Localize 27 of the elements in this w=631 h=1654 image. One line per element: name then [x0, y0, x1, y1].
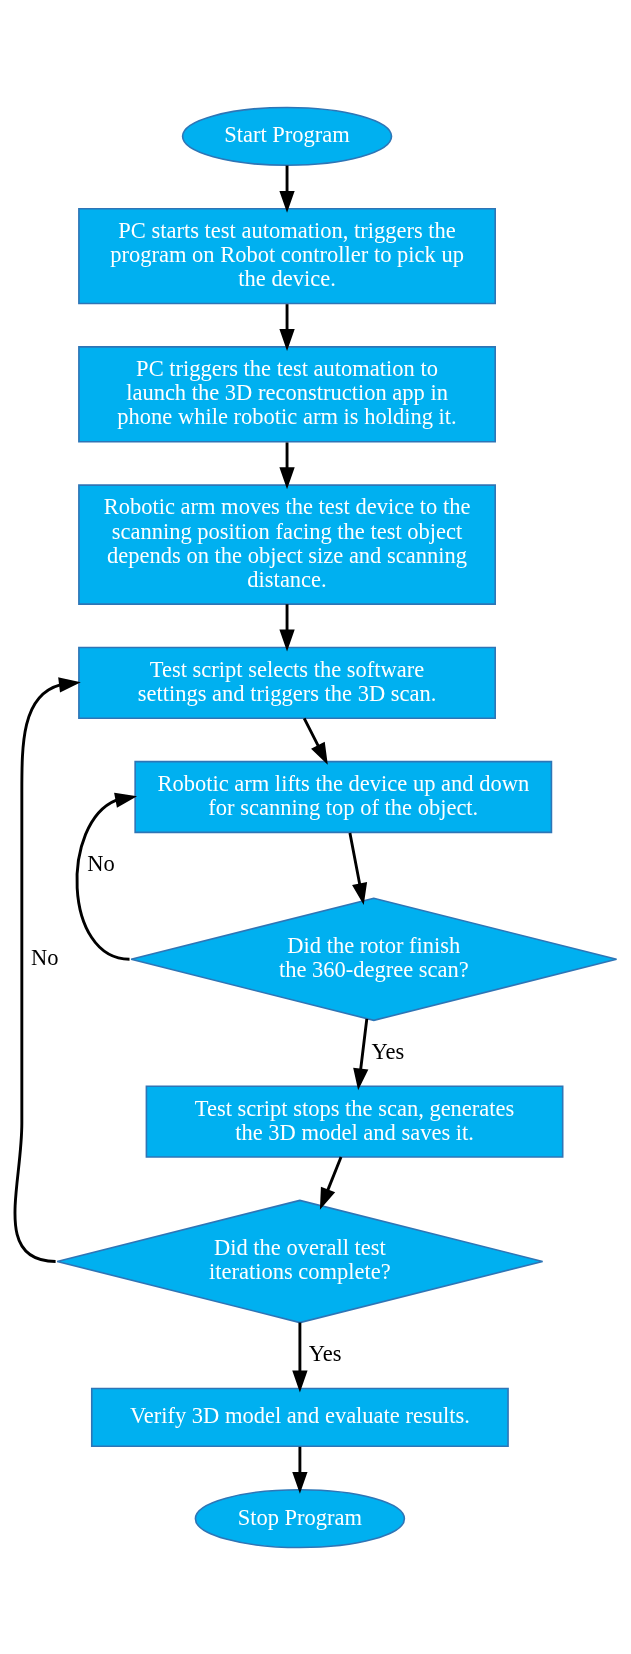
edge-label: No — [87, 850, 115, 876]
arrow — [319, 1155, 343, 1210]
node-diamond: Did the overall test iterations complete? — [56, 1199, 544, 1323]
node-box: PC starts test automation, triggers the program on Robot controller to pick up the device. — [78, 207, 496, 304]
arrow — [75, 792, 138, 961]
node-box: PC triggers the test automation to launch the 3D reconstruction app in phone while robotic arm is holding it. — [78, 345, 496, 443]
edge-label: Yes — [371, 1038, 405, 1064]
arrow — [292, 1446, 308, 1494]
node-box: Robotic arm moves the test device to the scanning position facing the test object depends on the object size and scanning distance. — [78, 483, 496, 605]
arrow — [279, 303, 295, 351]
arrow — [353, 1018, 369, 1090]
arrow — [279, 165, 295, 213]
arrow — [302, 717, 328, 765]
node-box: Test script selects the software settings and triggers the 3D scan. — [78, 646, 496, 719]
arrow — [348, 832, 368, 905]
node-box: Verify 3D model and evaluate results. — [90, 1387, 509, 1447]
edge-label: Yes — [308, 1340, 342, 1366]
arrow — [279, 441, 295, 489]
arrow — [13, 676, 81, 1263]
arrow — [292, 1322, 308, 1392]
node-box: Robotic arm lifts the device up and down for scanning top of the object. — [134, 760, 553, 833]
node-ellipse: Start Program — [181, 106, 393, 166]
node-box: Test script stops the scan, generates the 3D model and saves it. — [145, 1084, 564, 1158]
edge-label: No — [30, 944, 59, 970]
node-ellipse: Stop Program — [194, 1488, 406, 1548]
node-diamond: Did the rotor finish the 360-degree scan? — [130, 896, 618, 1021]
arrow — [279, 603, 295, 651]
